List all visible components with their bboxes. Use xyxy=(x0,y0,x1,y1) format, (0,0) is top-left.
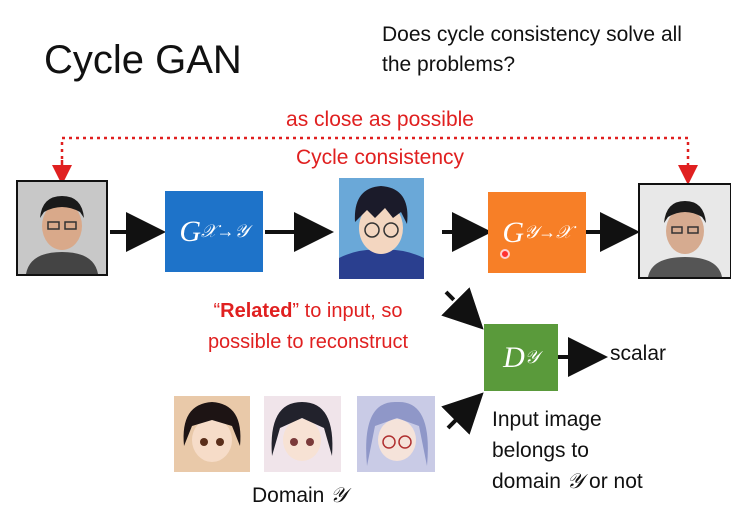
domain-sample-1 xyxy=(174,396,250,472)
info-line1: Input image xyxy=(492,408,602,431)
person-photo-icon xyxy=(640,185,730,277)
info-line2: belongs to xyxy=(492,439,589,462)
cursor-pointer-icon xyxy=(500,249,510,259)
domain-caption: Domain 𝒴 xyxy=(252,483,347,508)
generator-g-symbol: G xyxy=(179,214,202,248)
anime-output-image xyxy=(339,178,424,279)
cycle-consistency-label: Cycle consistency xyxy=(295,146,465,169)
question-text: Does cycle consistency solve all the pro… xyxy=(382,23,682,76)
cycle-dotted-line xyxy=(60,136,698,185)
anime-sample-icon xyxy=(264,396,341,472)
scalar-label: scalar xyxy=(610,342,667,365)
discriminator-info: Input image belongs to domain 𝒴 or not xyxy=(492,404,712,497)
info-line3-a: domain xyxy=(492,470,567,493)
generator-g-symbol: G xyxy=(502,215,525,249)
anime-sample-icon xyxy=(357,396,435,472)
generator-xy-subscript: 𝒳→𝒴 xyxy=(201,221,249,241)
related-note: “Related” to input, so possible to recon… xyxy=(207,300,409,353)
related-line2: possible to reconstruct xyxy=(207,331,409,353)
info-line3-b: or not xyxy=(583,470,643,493)
anime-sample-icon xyxy=(174,396,250,472)
info-domain-symbol: 𝒴 xyxy=(566,469,584,493)
slide-title: Cycle GAN xyxy=(44,38,242,82)
domain-sample-3 xyxy=(357,396,435,472)
domain-caption-text: Domain xyxy=(252,484,331,507)
anime-character-icon xyxy=(339,178,424,279)
person-photo-icon xyxy=(18,182,106,274)
generator-yx-subscript: 𝒴→𝒳 xyxy=(524,222,572,242)
discriminator-d-symbol: D xyxy=(503,340,525,374)
close-label: as close as possible xyxy=(286,108,474,131)
input-photo xyxy=(16,180,108,276)
domain-sample-2 xyxy=(264,396,341,472)
discriminator-subscript: 𝒴 xyxy=(524,347,539,367)
reconstructed-photo xyxy=(638,183,731,279)
arrow-anime-to-d xyxy=(441,287,484,330)
arrow-samples-to-d xyxy=(441,392,484,435)
related-line1-rest: to input, so xyxy=(299,300,403,322)
related-bold: Related xyxy=(220,300,293,322)
domain-caption-symbol: 𝒴 xyxy=(330,483,347,507)
